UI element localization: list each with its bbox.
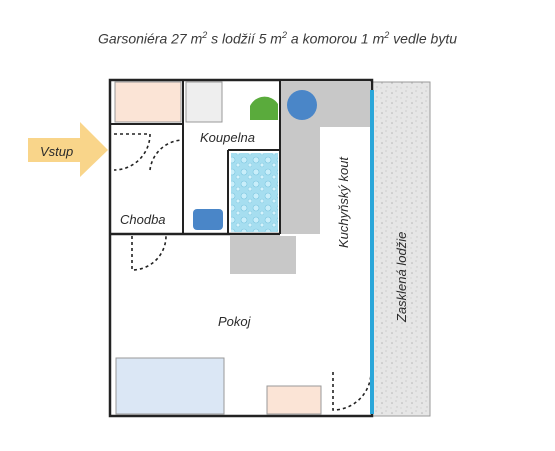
plan-title: Garsoniéra 27 m2 s lodžií 5 m2 a komorou… [97, 30, 457, 47]
entrance-arrow [28, 122, 108, 177]
label-kitchen: Kuchyňský kout [336, 156, 351, 248]
stove-block [230, 236, 296, 274]
desk [266, 385, 322, 415]
label-bathroom: Koupelna [200, 130, 255, 145]
label-loggia: Zasklená lodžie [394, 232, 409, 323]
washing-machine [185, 81, 223, 123]
loggia-floor [371, 81, 431, 417]
toilet [250, 96, 278, 120]
label-hall: Chodba [120, 212, 166, 227]
shower [231, 153, 278, 232]
sink [287, 90, 317, 120]
wardrobe [114, 81, 182, 123]
bed [115, 357, 225, 415]
label-room: Pokoj [218, 314, 252, 329]
washbasin [193, 209, 223, 230]
label-entrance: Vstup [40, 144, 73, 159]
